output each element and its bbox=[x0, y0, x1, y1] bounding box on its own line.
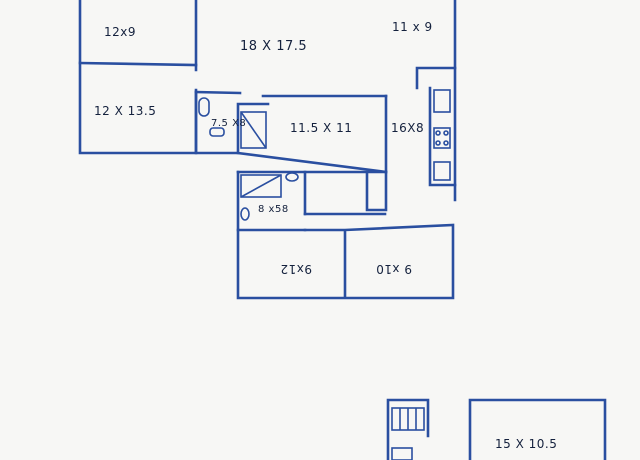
burner-icon bbox=[435, 140, 441, 146]
shower-diagonal bbox=[240, 111, 267, 149]
wall-lower-stair bbox=[386, 398, 430, 460]
fridge-icon bbox=[433, 89, 451, 113]
room-label-9x12: 9x12 bbox=[280, 262, 312, 276]
wall-divider-12x9 bbox=[78, 61, 198, 67]
fixtures bbox=[198, 89, 451, 221]
wall-kitchen bbox=[415, 66, 457, 187]
room-label-bath-7-5x8: 7.5 X8 bbox=[211, 118, 246, 129]
room-label-9x10: 9 x10 bbox=[376, 262, 412, 276]
shower-icon bbox=[240, 111, 267, 149]
room-label-bath-8x58: 8 x58 bbox=[258, 204, 289, 215]
sink-icon bbox=[209, 127, 225, 137]
room-label-12x9: 12x9 bbox=[104, 25, 136, 39]
outer-walls bbox=[78, 0, 457, 300]
wall-bath-2 bbox=[236, 170, 307, 232]
bath2-sink-icon bbox=[285, 172, 299, 182]
kitchen-sink-icon bbox=[433, 161, 451, 181]
bathtub-diagonal bbox=[240, 174, 282, 198]
stove-icon bbox=[433, 127, 451, 149]
wall-room-11-5 bbox=[236, 94, 388, 174]
room-label-15x10-5: 15 X 10.5 bbox=[495, 437, 557, 451]
room-label-kitchen-16x8: 16X8 bbox=[391, 121, 424, 135]
wall-lower-room bbox=[468, 398, 607, 460]
burner-icon bbox=[443, 140, 449, 146]
bathtub-icon bbox=[240, 174, 282, 198]
burner-icon bbox=[443, 130, 449, 136]
burner-icon bbox=[435, 130, 441, 136]
wall-left-block bbox=[78, 0, 198, 155]
lower-fixture-icon bbox=[391, 447, 413, 460]
bath2-toilet-icon bbox=[240, 207, 250, 221]
room-label-12x13-5: 12 X 13.5 bbox=[94, 104, 156, 118]
wall-bedrooms bbox=[236, 223, 455, 300]
room-labels: 12x9 18 X 17.5 11 x 9 12 X 13.5 7.5 X8 1… bbox=[94, 20, 557, 451]
wall-bath-1 bbox=[194, 90, 240, 155]
wall-great-room-bottom bbox=[194, 90, 388, 98]
wall-hall bbox=[303, 170, 388, 216]
room-label-great-room: 18 X 17.5 bbox=[240, 39, 307, 54]
toilet-icon bbox=[198, 97, 210, 117]
lower-plan-walls bbox=[386, 398, 607, 460]
room-label-11x9: 11 x 9 bbox=[392, 20, 433, 34]
room-label-11-5x11: 11.5 X 11 bbox=[290, 121, 352, 135]
